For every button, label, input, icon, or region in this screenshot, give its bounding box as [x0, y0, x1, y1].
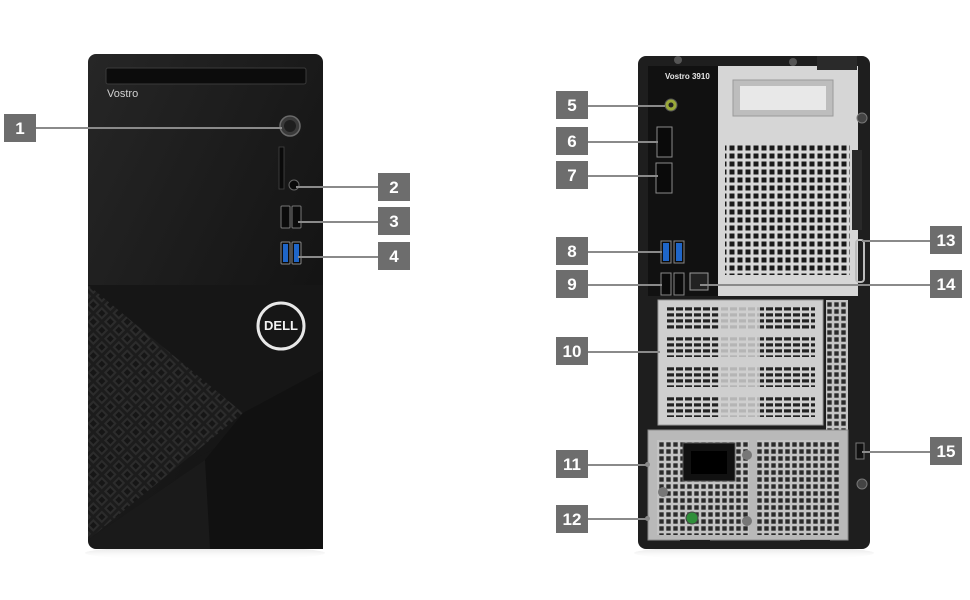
optical-drive-slot — [105, 67, 307, 85]
leader-line-2 — [296, 186, 378, 188]
callout-14: 14 — [930, 270, 962, 298]
psu-diagnostic-light — [685, 511, 699, 525]
hdmi-port — [655, 162, 673, 194]
callout-13: 13 — [930, 226, 962, 254]
front-brand-label: Vostro — [107, 88, 139, 100]
textured-panel — [88, 285, 243, 540]
leader-line-3 — [298, 221, 378, 223]
callout-10: 10 — [556, 337, 588, 365]
callout-12: 12 — [556, 505, 588, 533]
callout-1: 1 — [4, 114, 36, 142]
leader-line-15 — [862, 451, 930, 453]
callout-2: 2 — [378, 173, 410, 201]
dell-logo-icon — [256, 301, 306, 351]
leader-line-8 — [588, 251, 662, 253]
callout-8: 8 — [556, 237, 588, 265]
rear-tower — [634, 56, 874, 560]
rear-model-label: Vostro 3910 — [665, 72, 710, 81]
leader-line-9 — [588, 284, 662, 286]
callout-11: 11 — [556, 450, 588, 478]
ethernet-port — [689, 272, 709, 291]
leader-line-12 — [588, 518, 648, 520]
leader-line-13 — [862, 240, 930, 242]
callout-6: 6 — [556, 127, 588, 155]
front-tower — [85, 54, 325, 560]
leader-line-10 — [588, 351, 660, 353]
callout-9: 9 — [556, 270, 588, 298]
leader-line-6 — [588, 141, 658, 143]
callout-4: 4 — [378, 242, 410, 270]
leader-line-1 — [34, 127, 282, 129]
leader-line-4 — [298, 256, 378, 258]
sd-card-slot — [278, 146, 285, 190]
displayport-port — [656, 126, 673, 158]
leader-line-14 — [700, 284, 930, 286]
leader-line-7 — [588, 175, 658, 177]
callout-15: 15 — [930, 437, 962, 465]
padlock-ring — [855, 239, 865, 283]
callout-7: 7 — [556, 161, 588, 189]
leader-line-5 — [588, 105, 665, 107]
leader-line-11 — [588, 464, 648, 466]
fan-grill — [725, 145, 850, 275]
front-audio-jack — [288, 179, 300, 191]
leader-dot-12 — [645, 516, 650, 521]
callout-5: 5 — [556, 91, 588, 119]
leader-dot-11 — [645, 462, 650, 467]
dell-logo-text: DELL — [264, 318, 298, 333]
callout-3: 3 — [378, 207, 410, 235]
